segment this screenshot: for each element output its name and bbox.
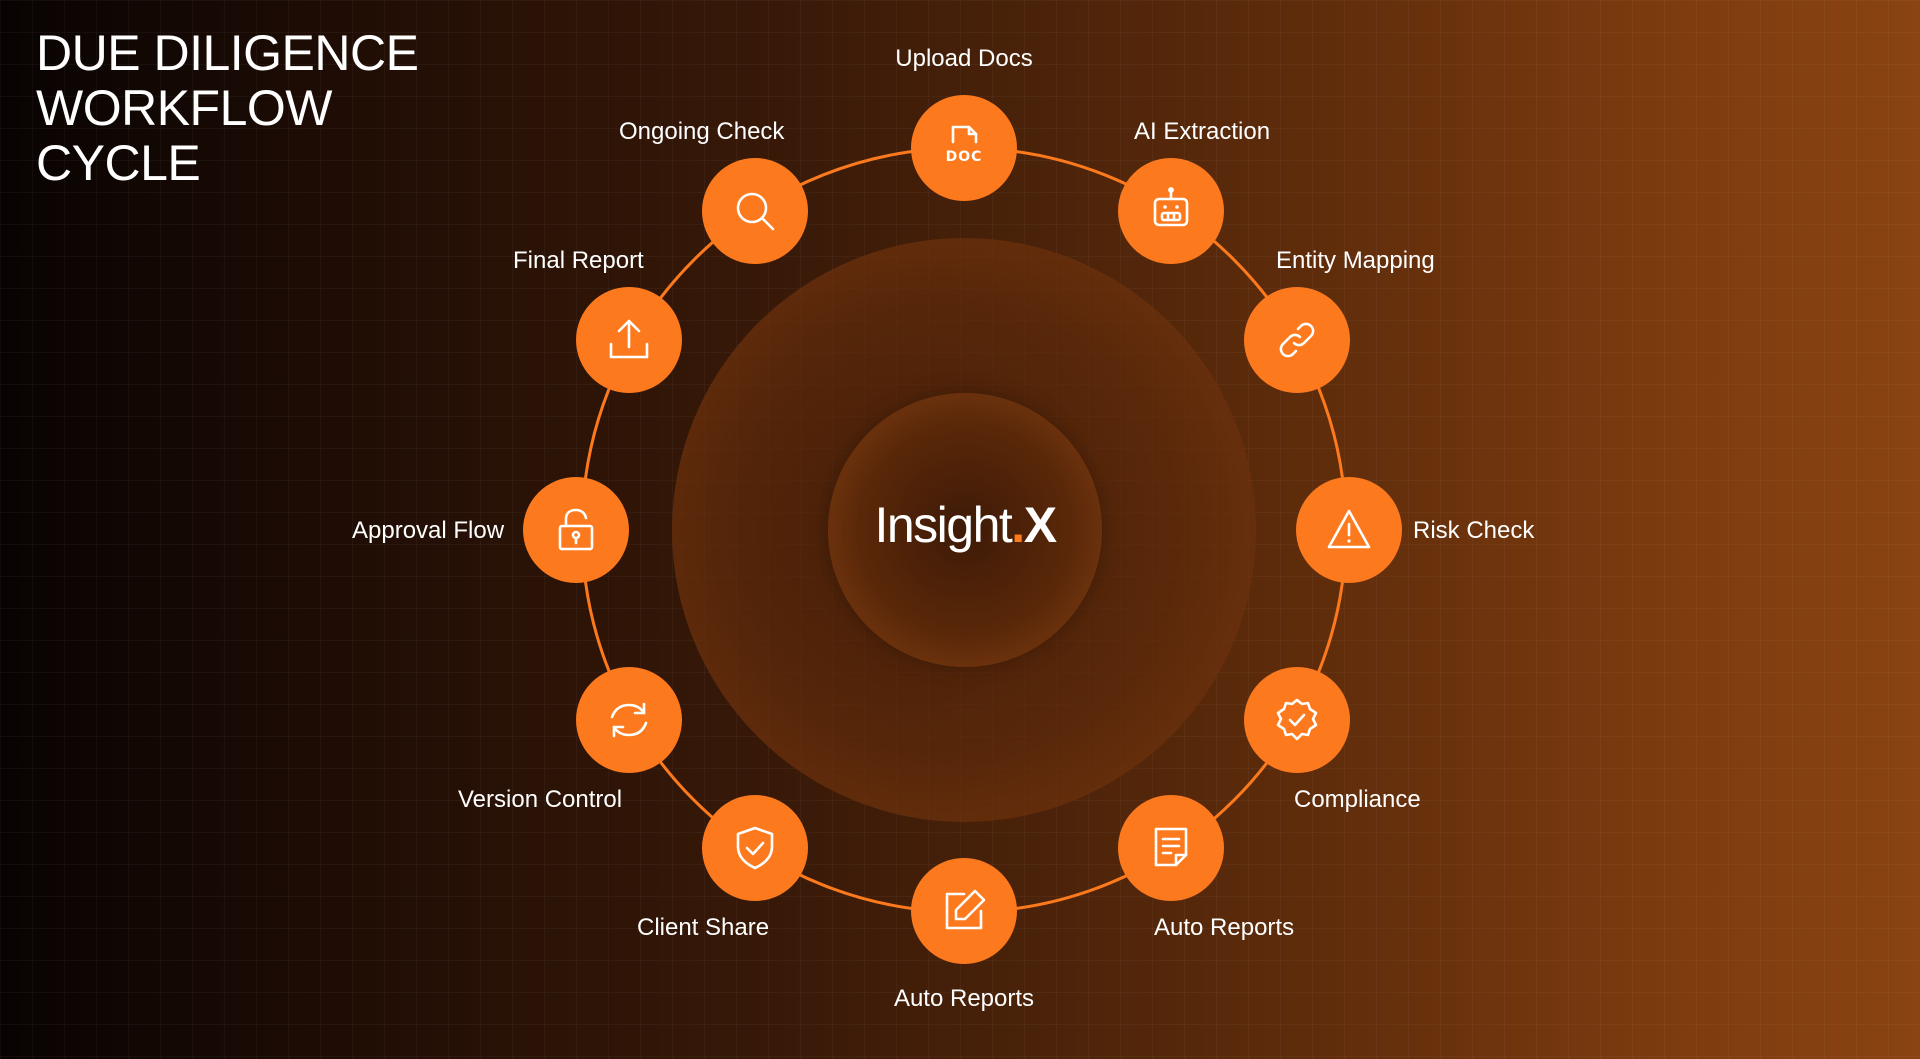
- page-title: DUE DILIGENCE WORKFLOW CYCLE: [36, 25, 419, 191]
- step-label-entity-mapping: Entity Mapping: [1276, 247, 1435, 274]
- upload-icon: [602, 313, 656, 367]
- step-label-ai-extraction: AI Extraction: [1134, 118, 1271, 145]
- step-label-approval-flow: Approval Flow: [352, 517, 505, 544]
- step-client-share[interactable]: [702, 795, 808, 901]
- title-line-2: WORKFLOW: [36, 80, 332, 136]
- step-label-ongoing-check: Ongoing Check: [619, 118, 785, 145]
- logo-mark: X: [1023, 497, 1057, 553]
- sync-icon: [602, 693, 656, 747]
- robot-icon: [1144, 184, 1198, 238]
- step-ongoing-check[interactable]: [702, 158, 808, 264]
- step-label-auto-reports-a: Auto Reports: [1154, 914, 1295, 941]
- doc-file-icon: DOC: [937, 121, 991, 175]
- step-label-final-report: Final Report: [513, 247, 644, 274]
- unlock-icon: [549, 503, 603, 557]
- edit-icon: [937, 884, 991, 938]
- step-compliance[interactable]: [1244, 667, 1350, 773]
- step-label-risk-check: Risk Check: [1413, 517, 1535, 544]
- search-icon: [728, 184, 782, 238]
- step-label-compliance: Compliance: [1294, 786, 1421, 813]
- logo-brand: Insight: [874, 497, 1012, 553]
- verified-badge-icon: [1270, 693, 1324, 747]
- step-ai-extraction[interactable]: [1118, 158, 1224, 264]
- step-label-auto-reports-b: Auto Reports: [893, 985, 1035, 1012]
- step-auto-reports-b[interactable]: [911, 858, 1017, 964]
- warning-triangle-icon: [1322, 503, 1376, 557]
- report-icon: [1144, 821, 1198, 875]
- center-logo: Insight.X: [828, 495, 1102, 555]
- shield-check-icon: [728, 821, 782, 875]
- step-label-client-share: Client Share: [637, 914, 770, 941]
- step-label-upload-docs: Upload Docs: [895, 45, 1033, 72]
- step-entity-mapping[interactable]: [1244, 287, 1350, 393]
- logo-dot: .: [1011, 497, 1025, 553]
- center-hub: [828, 393, 1102, 667]
- step-approval-flow[interactable]: [523, 477, 629, 583]
- title-line-3: CYCLE: [36, 135, 201, 191]
- step-risk-check[interactable]: [1296, 477, 1402, 583]
- step-auto-reports-a[interactable]: [1118, 795, 1224, 901]
- title-line-1: DUE DILIGENCE: [36, 25, 419, 81]
- step-upload-docs[interactable]: DOC: [911, 95, 1017, 201]
- link-icon: [1270, 313, 1324, 367]
- step-final-report[interactable]: [576, 287, 682, 393]
- step-version-control[interactable]: [576, 667, 682, 773]
- svg-text:DOC: DOC: [946, 149, 983, 165]
- step-label-version-control: Version Control: [458, 786, 623, 813]
